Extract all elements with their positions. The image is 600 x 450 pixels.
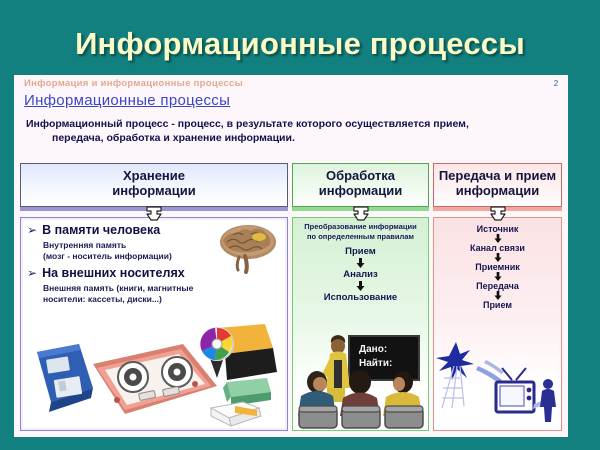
bullet-marker-icon: ➢ [27, 266, 38, 280]
storage-bullet-1-note-line-2: (мозг - носитель информации) [43, 250, 172, 261]
down-arrow-icon [493, 253, 502, 262]
column-transfer-header-line-2: информации [455, 182, 540, 198]
column-storage-header-line-2: информации [112, 182, 196, 198]
down-arrow-icon [493, 272, 502, 281]
column-transfer-body: Источник Канал связи Приемник Передача [433, 217, 562, 431]
definition-line-2: передача, обработка и хранение информаци… [52, 132, 295, 144]
television-illustration [494, 367, 536, 414]
blackboard-line-1: Дано: [359, 344, 387, 355]
transfer-chain: Источник Канал связи Приемник Передача [434, 224, 561, 310]
column-transfer: Передача и прием информации Источник Кан… [433, 163, 562, 431]
process-columns: Хранение информации [20, 163, 562, 431]
process-chain-step-3: Использование [323, 292, 398, 303]
storage-bullet-2-note-line-1: Внешняя память (книги, магнитные [43, 283, 194, 293]
signal-wave-icon [476, 360, 504, 383]
broadcast-illustration [436, 342, 556, 422]
bullet-marker-icon: ➢ [27, 223, 38, 237]
page-title: Информационные процессы [75, 26, 525, 61]
process-caption-line-2: по определенным правилам [307, 231, 414, 241]
column-process-body: Преобразование информации по определенны… [292, 217, 429, 431]
storage-bullet-1-note: Внутренняя память (мозг - носитель инфор… [21, 240, 287, 261]
process-caption: Преобразование информации по определенны… [293, 218, 428, 241]
person-illustration [540, 379, 556, 422]
storage-bullet-1-note-line-1: Внутренняя память [43, 240, 127, 250]
column-process-header-line-2: информации [318, 182, 403, 198]
slide-kicker-text: Информация и информационные процессы [24, 78, 244, 89]
slide-image: 2 Информация и информационные процессы И… [14, 75, 568, 437]
down-arrow-icon [493, 291, 502, 300]
down-arrow-icon [356, 281, 365, 291]
transfer-chain-step-5: Прием [482, 300, 513, 310]
process-chain: Прием Анализ Использование [293, 246, 428, 303]
process-chain-step-1: Прием [345, 246, 376, 257]
storage-bullet-2: ➢ На внешних носителях [21, 266, 287, 280]
column-transfer-header-line-1: Передача и прием [438, 168, 557, 183]
storage-media-illustration [37, 324, 277, 427]
broadcast-tower-illustration [436, 342, 474, 409]
column-transfer-header: Передача и прием информации [433, 163, 562, 207]
slide-page-number: 2 [553, 79, 559, 88]
column-process-header-line-1: Обработка [325, 168, 396, 183]
column-storage-header-line-1: Хранение [123, 168, 185, 183]
transfer-chain-step-4: Передача [476, 281, 519, 291]
column-process-header: Обработка информации [292, 163, 429, 207]
blackboard-line-2: Найти: [359, 358, 392, 369]
storage-bullet-1: ➢ В памяти человека [21, 223, 287, 237]
definition-text: Информационный процесс - процесс, в резу… [26, 117, 558, 145]
column-storage-header: Хранение информации [20, 163, 288, 207]
process-connector-arrow-icon [292, 206, 429, 221]
storage-connector-arrow-icon [20, 206, 288, 221]
column-storage: Хранение информации [20, 163, 288, 431]
transfer-chain-step-1: Источник [476, 224, 519, 234]
storage-bullet-2-title: На внешних носителях [42, 266, 185, 280]
definition-line-1: Информационный процесс - процесс, в резу… [26, 118, 469, 130]
transfer-chain-step-3: Приемник [475, 262, 520, 272]
storage-bullet-1-title: В памяти человека [42, 223, 161, 237]
column-process: Обработка информации Преобразование инфо… [292, 163, 429, 431]
slide-heading: Информационные процессы [24, 92, 231, 109]
transfer-chain-step-2: Канал связи [470, 243, 525, 253]
process-caption-line-1: Преобразование информации [304, 222, 417, 231]
classroom-illustration: Дано: Найти: [298, 335, 424, 429]
brain-illustration [220, 225, 276, 274]
down-arrow-icon [493, 234, 502, 243]
column-storage-body: ➢ В памяти человека Внутренняя память (м… [20, 217, 288, 431]
storage-bullet-2-note-line-2: носители: кассеты, диски...) [43, 293, 162, 304]
storage-bullet-2-note: Внешняя память (книги, магнитные носител… [21, 283, 287, 304]
down-arrow-icon [356, 258, 365, 268]
process-chain-step-2: Анализ [343, 269, 378, 280]
transfer-connector-arrow-icon [433, 206, 562, 221]
